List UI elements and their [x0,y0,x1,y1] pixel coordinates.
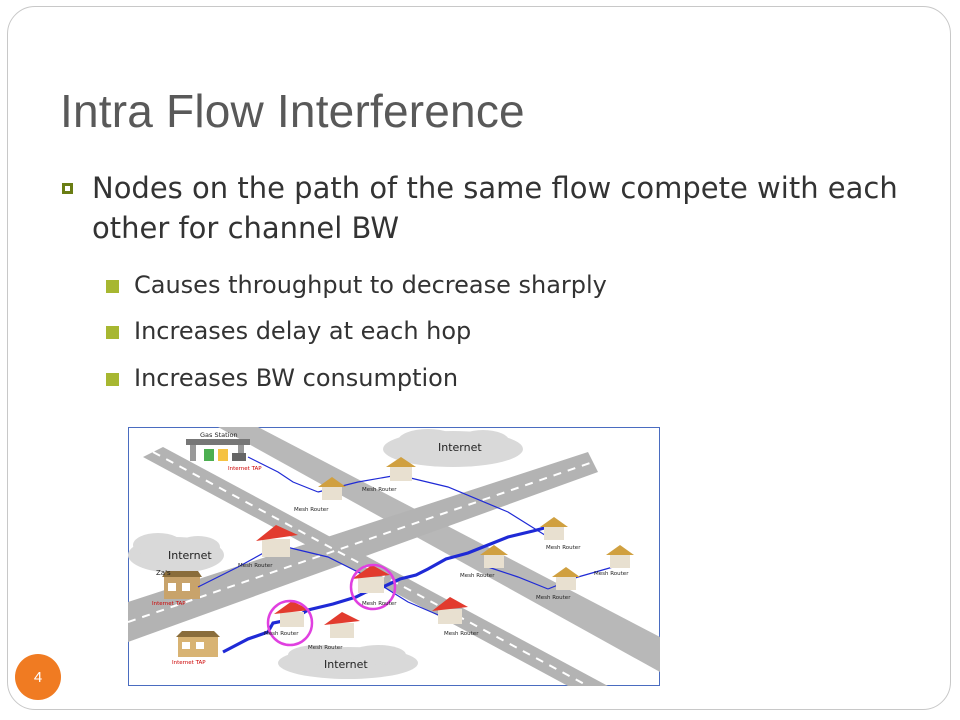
mesh-router-label: Mesh Router [264,631,299,637]
internet-tap-label-1: Internet TAP [228,466,262,472]
house-icon [274,601,310,627]
sub-bullet-1: Causes throughput to decrease sharply [106,270,607,300]
building-icon [176,631,220,657]
page-number-badge: 4 [15,654,61,700]
mesh-network-diagram: Internet Internet Internet Gas Station I… [128,427,660,686]
sub-bullet-text: Increases BW consumption [134,364,459,392]
internet-bottom-label: Internet [324,658,368,671]
mesh-router-label: Mesh Router [460,573,495,579]
house-icon [540,517,568,540]
main-bullet-text: Nodes on the path of the same flow compe… [92,171,898,245]
sub-bullet-2: Increases delay at each hop [106,316,471,346]
house-icon [324,612,360,638]
house-icon [256,525,298,557]
cloud-icon [278,645,418,679]
house-icon [606,545,634,568]
mesh-router-label: Mesh Router [362,601,397,607]
main-bullet: Nodes on the path of the same flow compe… [62,168,902,248]
square-bullet-icon [106,373,119,386]
house-icon [552,567,580,590]
mesh-router-label: Mesh Router [594,571,629,577]
mesh-router-label: Mesh Router [294,507,329,513]
internet-left-label: Internet [168,549,212,562]
square-bullet-icon [106,326,119,339]
house-icon [480,545,508,568]
gas-station-label: Gas Station [200,431,238,439]
interference-highlight [349,563,397,611]
sub-bullet-3: Increases BW consumption [106,363,458,393]
building-icon [162,571,202,599]
house-icon [386,457,416,481]
mesh-router-label: Mesh Router [536,595,571,601]
cloud-icon [383,429,523,467]
mesh-router-label: Mesh Router [444,631,479,637]
square-bullet-icon [106,280,119,293]
cloud-icon [128,533,224,573]
gas-station-icon [186,439,250,461]
sub-bullet-text: Increases delay at each hop [134,317,472,345]
house-icon [432,597,468,624]
mesh-router-label: Mesh Router [238,563,273,569]
internet-top-label: Internet [438,441,482,454]
sub-bullet-text: Causes throughput to decrease sharply [134,271,607,299]
mesh-router-label: Mesh Router [546,545,581,551]
flow-path [222,521,557,654]
internet-tap-label-2: Internet TAP [152,601,186,607]
house-icon [318,477,346,500]
zas-label: Za's [156,569,171,577]
house-icon [352,565,390,593]
mesh-router-label: Mesh Router [308,645,343,651]
interference-highlight [266,599,314,647]
mesh-router-label: Mesh Router [362,487,397,493]
slide-title: Intra Flow Interference [60,85,525,137]
internet-tap-label-3: Internet TAP [172,660,206,666]
hollow-square-bullet-icon [62,183,73,194]
